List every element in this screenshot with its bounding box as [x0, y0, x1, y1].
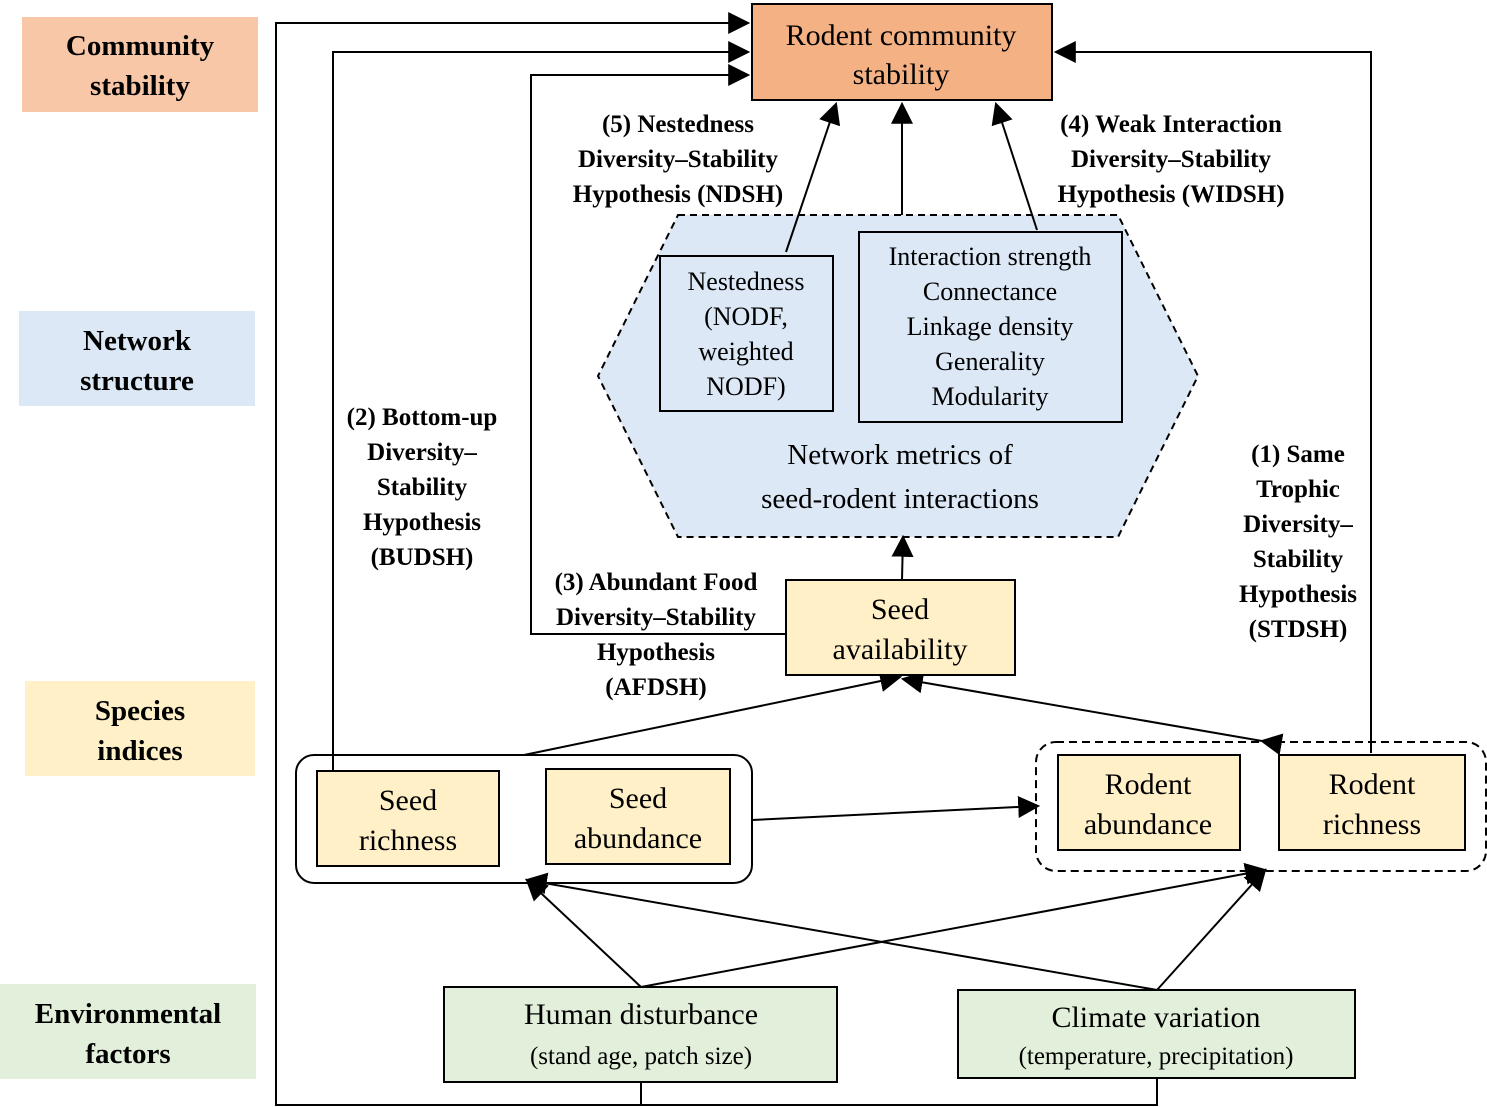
level-community-line1: Community: [66, 30, 215, 62]
box-nestedness: Nestedness (NODF, weighted NODF): [659, 255, 834, 412]
arrow-seedavail-rodents: [900, 671, 1284, 756]
arrow-human-rodents: [640, 862, 1268, 988]
afdsh-line2: Diversity–Stability: [556, 604, 756, 631]
connectors: [275, 12, 1372, 1106]
stdsh-line6: (STDSH): [1249, 616, 1348, 643]
label-ndsh: (5) Nestedness Diversity–Stability Hypot…: [573, 111, 783, 208]
arrow-seedavail-network: [891, 534, 914, 581]
afdsh-line1: (3) Abundant Food: [555, 569, 758, 596]
stdsh-line1: (1) Same: [1251, 441, 1345, 468]
rodent-stability-line1: Rodent community: [786, 19, 1017, 52]
network-metrics-line1: Network metrics of: [787, 439, 1013, 471]
interaction-line3: Linkage density: [907, 312, 1074, 341]
level-environment-line2: factors: [85, 1038, 170, 1070]
nestedness-line4: NODF): [706, 372, 785, 401]
budsh-line3: Stability: [377, 474, 468, 501]
nestedness-line2: (NODF,: [704, 302, 788, 331]
label-stdsh: (1) Same Trophic Diversity– Stability Hy…: [1239, 441, 1357, 643]
level-community: Community stability: [22, 17, 258, 112]
box-seed-availability: Seed availability: [785, 579, 1016, 676]
box-seed-abundance: Seed abundance: [545, 768, 731, 865]
rodent-group-outline: [1035, 741, 1487, 872]
level-environment: Environmental factors: [0, 984, 256, 1079]
box-interaction-metrics: Interaction strength Connectance Linkage…: [858, 231, 1123, 423]
budsh-line2: Diversity–: [367, 439, 477, 466]
label-budsh: (2) Bottom-up Diversity– Stability Hypot…: [347, 404, 498, 571]
widsh-line3: Hypothesis (WIDSH): [1057, 181, 1284, 208]
arrow-seedabund-rodents: [751, 795, 1041, 821]
arrow-climate-rodents: [1156, 868, 1267, 991]
interaction-line1: Interaction strength: [889, 242, 1092, 271]
interaction-line2: Connectance: [923, 277, 1057, 306]
level-network-line1: Network: [83, 325, 192, 357]
widsh-line2: Diversity–Stability: [1071, 146, 1271, 173]
level-environment-line1: Environmental: [35, 998, 221, 1030]
nestedness-line1: Nestedness: [688, 267, 805, 296]
arrow-interaction-stability: [991, 101, 1038, 231]
level-network-line2: structure: [80, 365, 194, 397]
rodent-abundance-line1: Rodent: [1105, 768, 1192, 801]
rodent-richness-line1: Rodent: [1329, 768, 1416, 801]
arrow-human-seeds: [525, 878, 642, 988]
level-network: Network structure: [19, 311, 255, 406]
ndsh-line3: Hypothesis (NDSH): [573, 181, 783, 208]
level-community-line2: stability: [90, 70, 190, 102]
box-human-disturbance: Human disturbance (stand age, patch size…: [443, 986, 838, 1083]
nestedness-line3: weighted: [698, 337, 793, 366]
seed-abundance-line2: abundance: [574, 822, 702, 855]
rodent-richness-line2: richness: [1323, 808, 1421, 841]
arrow-nestedness-stability: [785, 101, 841, 253]
network-metrics-label: Network metrics of seed-rodent interacti…: [761, 439, 1039, 515]
widsh-line1: (4) Weak Interaction: [1060, 111, 1282, 138]
budsh-line4: Hypothesis: [363, 509, 481, 536]
seed-availability-line2: availability: [833, 633, 968, 666]
label-afdsh: (3) Abundant Food Diversity–Stability Hy…: [555, 569, 758, 701]
box-climate-variation: Climate variation (temperature, precipit…: [957, 989, 1356, 1079]
afdsh-line3: Hypothesis: [597, 639, 715, 666]
arrow-seeds-seedavail: [523, 670, 903, 756]
level-species-line1: Species: [95, 695, 185, 727]
seed-abundance-line1: Seed: [609, 782, 667, 815]
human-disturbance-line1: Human disturbance: [524, 998, 758, 1031]
interaction-line4: Generality: [935, 347, 1045, 376]
stdsh-line5: Hypothesis: [1239, 581, 1357, 608]
budsh-line1: (2) Bottom-up: [347, 404, 498, 431]
seed-availability-line1: Seed: [871, 593, 929, 626]
connector-climate-outer: [641, 1078, 1158, 1106]
box-rodent-abundance: Rodent abundance: [1057, 754, 1241, 851]
rodent-stability-line2: stability: [853, 58, 950, 91]
connector-stdsh: [1053, 41, 1372, 753]
connector-budsh: [332, 41, 751, 771]
human-disturbance-line2: (stand age, patch size): [530, 1043, 752, 1070]
box-rodent-stability: Rodent community stability: [751, 3, 1053, 101]
stdsh-line4: Stability: [1253, 546, 1344, 573]
ndsh-line2: Diversity–Stability: [578, 146, 778, 173]
level-species: Species indices: [25, 681, 255, 776]
box-rodent-richness: Rodent richness: [1278, 754, 1466, 851]
seed-group-outline: [295, 754, 753, 884]
climate-variation-line1: Climate variation: [1051, 1001, 1260, 1034]
stdsh-line2: Trophic: [1256, 476, 1340, 503]
ndsh-line1: (5) Nestedness: [602, 111, 754, 138]
seed-richness-line1: Seed: [379, 784, 437, 817]
climate-variation-line2: (temperature, precipitation): [1019, 1043, 1294, 1070]
arrow-climate-seeds: [524, 872, 1158, 991]
stdsh-line3: Diversity–: [1243, 511, 1353, 538]
rodent-abundance-line2: abundance: [1084, 808, 1212, 841]
budsh-line5: (BUDSH): [371, 544, 474, 571]
afdsh-line4: (AFDSH): [605, 674, 706, 701]
box-seed-richness: Seed richness: [316, 770, 500, 867]
connector-env-outer: [275, 12, 751, 1106]
connector-afdsh: [530, 64, 786, 635]
interaction-line5: Modularity: [932, 382, 1049, 411]
level-species-line2: indices: [97, 735, 182, 767]
network-metrics-line2: seed-rodent interactions: [761, 483, 1039, 515]
seed-richness-line2: richness: [359, 824, 457, 857]
label-widsh: (4) Weak Interaction Diversity–Stability…: [1057, 111, 1284, 208]
